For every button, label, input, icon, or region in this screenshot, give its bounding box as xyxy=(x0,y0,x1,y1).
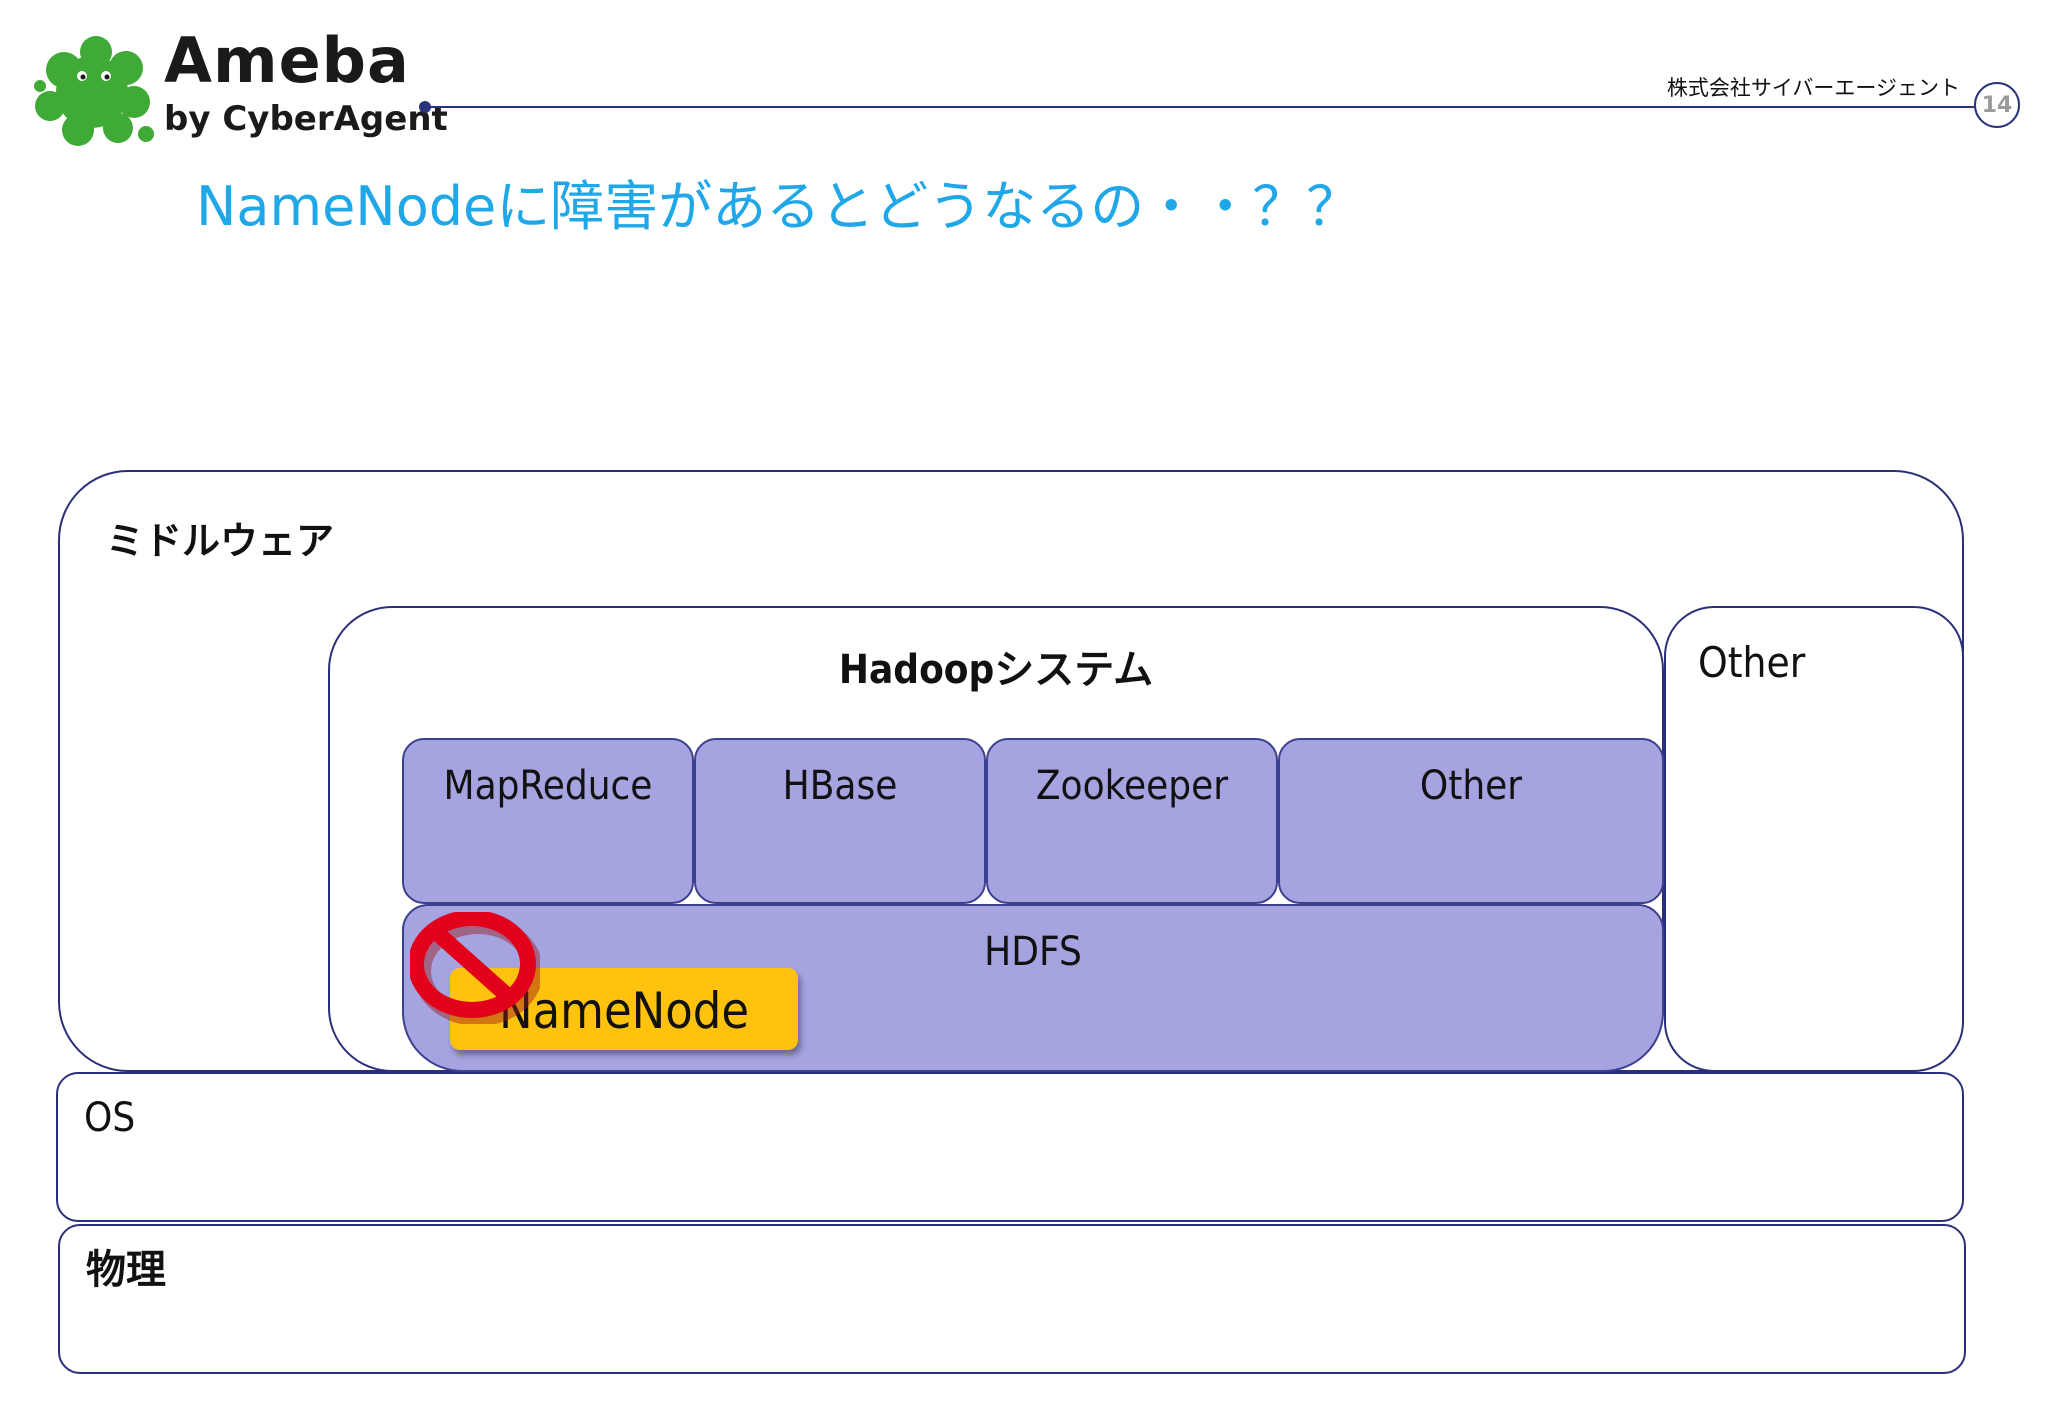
zookeeper-box: Zookeeper xyxy=(986,738,1278,904)
ameba-logo-icon xyxy=(34,36,154,146)
hbase-box: HBase xyxy=(694,738,986,904)
slide-title: NameNodeに障害があるとどうなるの・・？？ xyxy=(196,175,1361,238)
brand-name: Ameba xyxy=(164,24,410,97)
prohibited-icon xyxy=(410,912,540,1024)
other-middleware-label: Other xyxy=(1698,638,1806,687)
hdfs-label: HDFS xyxy=(984,929,1082,975)
namenode-box: NameNode xyxy=(450,968,798,1050)
hadoop-system-label: Hadoopシステム xyxy=(838,647,1154,693)
hbase-label: HBase xyxy=(782,763,898,809)
company-name: 株式会社サイバーエージェント xyxy=(1666,76,1960,100)
brand-subtitle: by CyberAgent xyxy=(164,99,448,139)
header-rule-dot xyxy=(419,101,431,113)
os-label: OS xyxy=(84,1095,136,1141)
namenode-label: NameNode xyxy=(498,982,750,1040)
mapreduce-label: MapReduce xyxy=(443,763,653,809)
page-number: 14 xyxy=(1974,82,2020,128)
other-middleware-box: Other xyxy=(1664,606,1964,1072)
middleware-label: ミドルウェア xyxy=(106,519,335,563)
mapreduce-box: MapReduce xyxy=(402,738,694,904)
header-rule xyxy=(426,106,1974,108)
other-component-box: Other xyxy=(1278,738,1664,904)
physical-layer: 物理 xyxy=(58,1224,1966,1374)
other-component-label: Other xyxy=(1419,763,1523,809)
physical-label: 物理 xyxy=(86,1247,166,1293)
zookeeper-label: Zookeeper xyxy=(1035,763,1229,809)
os-layer: OS xyxy=(56,1072,1964,1222)
